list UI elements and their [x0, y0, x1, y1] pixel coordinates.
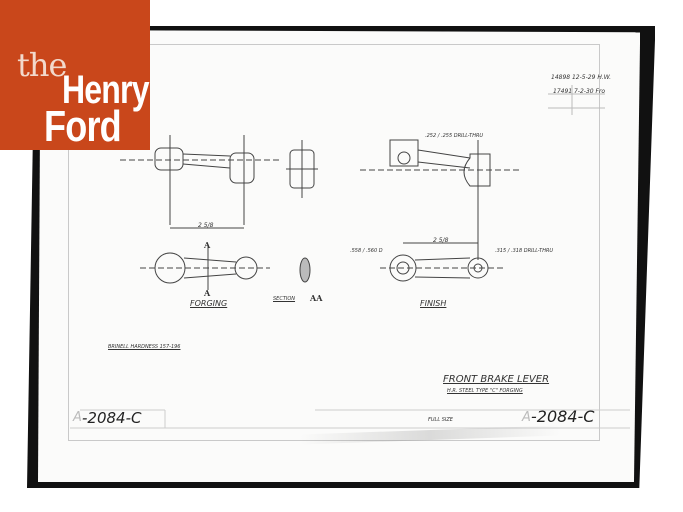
logo-the: the	[17, 46, 67, 84]
drawing-prefix-left: A	[73, 410, 82, 425]
henry-ford-logo: the Henry Ford	[0, 0, 150, 151]
forging-right-boss	[229, 152, 255, 184]
logo-henry: Henry	[62, 68, 150, 112]
revision-row-1: 14898 12-5-29 H.W.	[551, 74, 612, 81]
section-letters: AA	[310, 293, 323, 303]
drawing-prefix-right: A	[522, 410, 531, 425]
forging-label: FORGING	[190, 299, 228, 308]
forging-left-boss	[154, 147, 184, 171]
logo-ford: Ford	[44, 102, 122, 151]
center-distance-finish: 2 5/8	[433, 237, 449, 244]
revision-row-2: 17491 7-2-30 Fro	[553, 88, 606, 95]
center-distance-forging: 2 5/8	[198, 222, 214, 229]
scale-note: FULL SIZE	[428, 417, 453, 423]
drawing-number-left: -2084-C	[82, 409, 142, 427]
drawing-subtitle: H.R. STEEL TYPE "C" FORGING	[447, 388, 523, 394]
section-label: SECTION	[273, 296, 296, 302]
finish-label: FINISH	[420, 299, 447, 308]
bore-callout: .558 / .560 D	[350, 248, 383, 254]
drawing-number-right: -2084-C	[531, 407, 595, 426]
drill-thru-callout-top: .252 / .255 DRILL-THRU	[425, 133, 484, 139]
drill-thru-callout-finish: .315 / .318 DRILL-THRU	[495, 248, 554, 254]
section-marker-bottom: A	[204, 288, 211, 298]
finish-left-boss	[389, 139, 419, 167]
drawing-title: FRONT BRAKE LEVER	[443, 374, 550, 385]
hardness-note: BRINELL HARDNESS 157-196	[108, 344, 181, 350]
drawing-border	[68, 44, 600, 441]
section-marker-top: A	[204, 240, 211, 250]
